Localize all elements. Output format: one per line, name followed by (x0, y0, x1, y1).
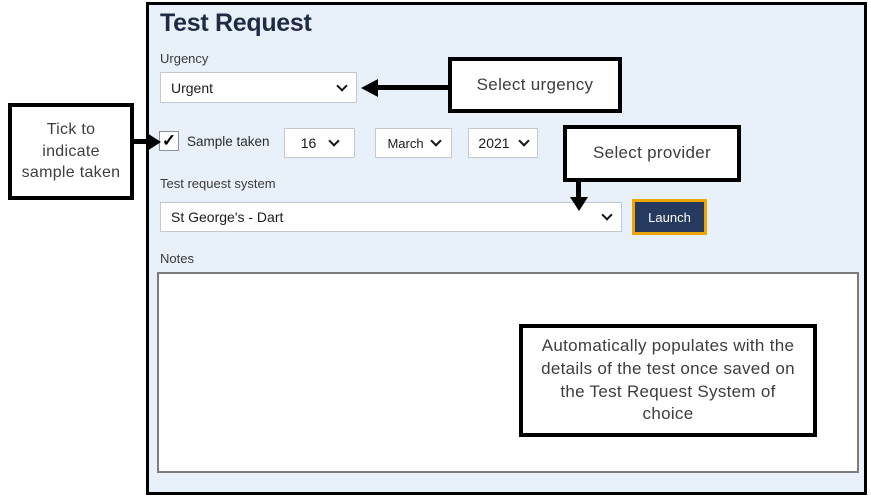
urgency-callout: Select urgency (448, 57, 622, 113)
sample-day-select[interactable]: 16 (284, 128, 355, 158)
test-request-system-label: Test request system (160, 176, 276, 191)
arrow-down-icon (570, 197, 588, 211)
sample-taken-checkbox[interactable]: ✓ (159, 131, 179, 151)
chevron-down-icon (336, 79, 348, 92)
arrow-right-icon (147, 133, 161, 151)
chevron-down-icon (328, 135, 340, 147)
sample-day-value: 16 (300, 135, 317, 151)
test-request-system-select[interactable]: St George's - Dart (160, 202, 622, 232)
sample-year-value: 2021 (478, 135, 510, 151)
notes-callout: Automatically populates with the details… (519, 324, 817, 437)
arrow-left-icon (361, 79, 378, 97)
urgency-label: Urgency (160, 51, 209, 66)
page-title: Test Request (160, 9, 312, 37)
launch-button[interactable]: Launch (632, 199, 707, 235)
notes-label: Notes (160, 251, 194, 266)
sample-taken-label: Sample taken (187, 134, 270, 149)
chevron-down-icon (517, 135, 530, 147)
arrow-to-checkbox-shaft (133, 139, 149, 144)
urgency-callout-text: Select urgency (476, 74, 594, 94)
checkmark-icon: ✓ (161, 130, 177, 150)
chevron-down-icon (429, 135, 442, 147)
test-request-system-value: St George's - Dart (171, 209, 284, 225)
sample-callout-text: Tick to indicate sample taken (21, 121, 121, 182)
sample-callout: Tick to indicate sample taken (8, 103, 134, 200)
arrow-to-provider-shaft (576, 181, 581, 198)
provider-callout-text: Select provider (593, 143, 711, 163)
urgency-select[interactable]: Urgent (160, 72, 357, 103)
sample-year-select[interactable]: 2021 (468, 128, 538, 158)
arrow-to-urgency-shaft (377, 85, 448, 90)
urgency-select-value: Urgent (171, 79, 214, 96)
provider-callout: Select provider (563, 125, 741, 182)
chevron-down-icon (601, 209, 613, 221)
notes-callout-text: Automatically populates with the details… (541, 335, 795, 424)
sample-month-select[interactable]: March (375, 128, 452, 158)
sample-month-value: March (387, 135, 424, 151)
